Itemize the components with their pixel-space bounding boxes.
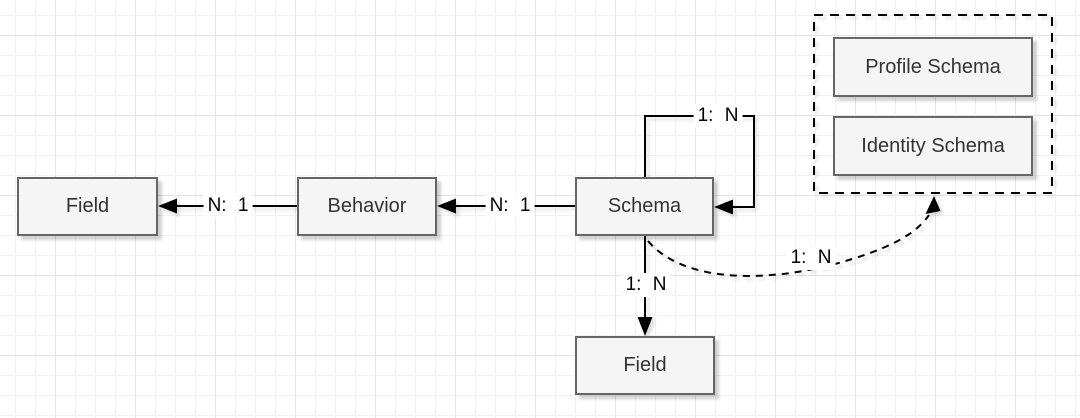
edge-schema-to-behavior-arrowhead[interactable] bbox=[437, 198, 456, 214]
edge-behavior-to-field-left-arrowhead[interactable] bbox=[158, 198, 177, 214]
node-profile-schema[interactable]: Profile Schema bbox=[833, 37, 1033, 97]
edge-label-schema-to-schema-group[interactable]: 1: N bbox=[786, 246, 836, 270]
edge-label-schema-to-field-bottom[interactable]: 1: N bbox=[621, 273, 671, 297]
edge-label-schema-self-loop[interactable]: 1: N bbox=[693, 104, 743, 128]
node-behavior-label: Behavior bbox=[327, 195, 407, 217]
edge-schema-to-schema-group-arrowhead[interactable] bbox=[925, 196, 941, 214]
node-field-bottom[interactable]: Field bbox=[575, 336, 715, 395]
edge-label-behavior-to-field-left[interactable]: N: 1 bbox=[203, 194, 253, 218]
edge-schema-to-field-bottom-arrowhead[interactable] bbox=[637, 317, 653, 336]
schema-group-container[interactable] bbox=[813, 14, 1053, 194]
edge-schema-self-loop[interactable] bbox=[644, 115, 755, 215]
node-behavior[interactable]: Behavior bbox=[297, 177, 437, 236]
node-schema[interactable]: Schema bbox=[575, 177, 714, 236]
edge-schema-to-schema-group[interactable] bbox=[647, 196, 941, 277]
node-field-bottom-label: Field bbox=[623, 354, 667, 376]
node-identity-schema[interactable]: Identity Schema bbox=[833, 116, 1033, 176]
node-field-left-label: Field bbox=[65, 195, 110, 217]
node-identity-schema-label: Identity Schema bbox=[861, 134, 1005, 157]
edge-label-schema-to-behavior[interactable]: N: 1 bbox=[485, 194, 535, 218]
node-schema-label: Schema bbox=[607, 195, 682, 217]
edge-schema-self-loop-arrowhead[interactable] bbox=[714, 199, 733, 215]
node-field-left[interactable]: Field bbox=[17, 177, 158, 236]
node-profile-schema-label: Profile Schema bbox=[865, 55, 1001, 78]
